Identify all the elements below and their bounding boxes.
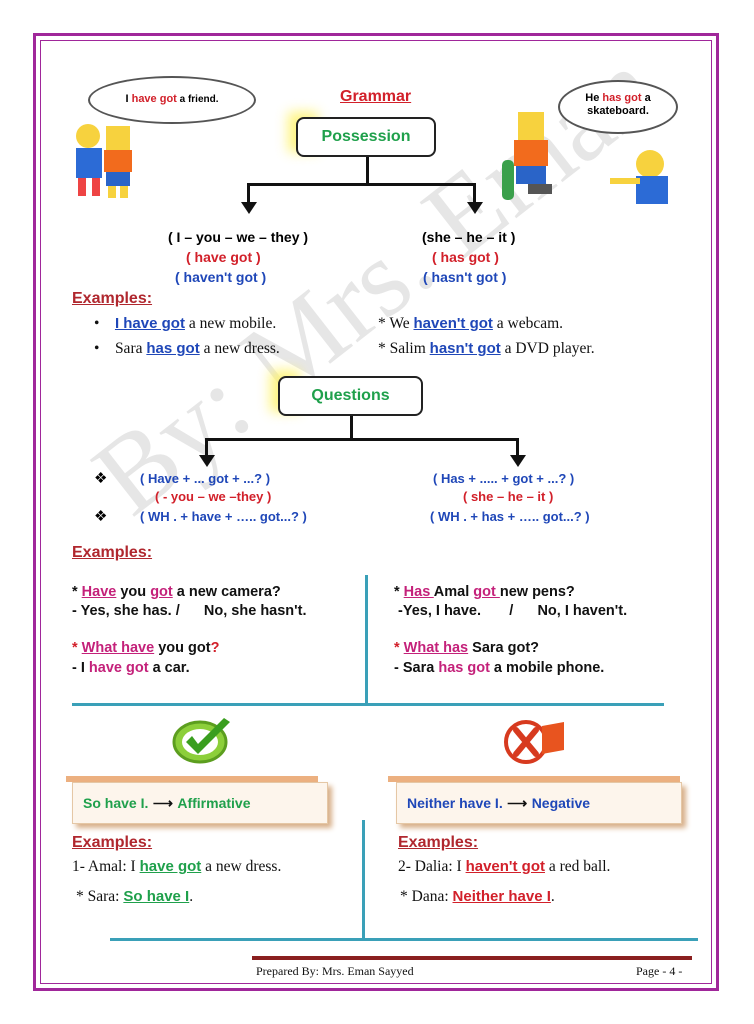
arrow-down-icon	[467, 202, 483, 214]
speech-bubble-left: I have got a friend.	[88, 76, 256, 124]
q-right-pronouns: ( she – he – it )	[463, 489, 554, 504]
page-title: Grammar	[340, 88, 412, 105]
pronouns-right: (she – he – it )	[422, 229, 516, 245]
example-line: • Sara has got a new dress.	[94, 340, 280, 357]
q-left-pronouns: ( - you – we –they )	[155, 489, 272, 504]
pronouns-left: ( I – you – we – they )	[168, 229, 309, 245]
page-border-outer	[33, 33, 719, 991]
cartoon-characters-left-icon	[76, 124, 132, 198]
positive-left: ( have got )	[186, 249, 261, 265]
affirmative-panel: So have I. ⟶ Affirmative	[72, 782, 328, 824]
tree-line	[205, 438, 208, 458]
q-left-wh: ( WH . + have + ….. got...? )	[140, 509, 307, 524]
footer-rule	[252, 956, 692, 960]
examples-heading: Examples:	[72, 834, 153, 851]
arrow-down-icon	[241, 202, 257, 214]
examples-heading: Examples:	[72, 290, 153, 307]
divider-vertical	[362, 820, 365, 940]
speech-bubble-right: He has got a skateboard.	[558, 80, 678, 134]
divider-horizontal	[110, 938, 698, 941]
panel-accent	[388, 776, 680, 782]
q-right-wh: ( WH . + has + ….. got...? )	[430, 509, 590, 524]
example-line: * Has Amal got new pens?	[394, 584, 575, 600]
possession-box: Possession	[296, 117, 436, 157]
example-line: * We haven't got a webcam.	[378, 315, 564, 332]
diamond-bullet-icon: ❖	[94, 470, 108, 487]
example-line: -Yes, I have. / No, I haven't.	[398, 603, 628, 619]
arrow-down-icon	[199, 455, 215, 467]
diamond-bullet-icon: ❖	[94, 508, 108, 525]
example-line: * What have you got?	[72, 640, 220, 656]
tree-line	[473, 183, 476, 205]
q-left-formula: ( Have + ... got + ...? )	[140, 471, 271, 486]
cartoon-characters-right-icon	[502, 112, 668, 204]
check-icon	[172, 718, 230, 764]
example-line: - I have got a car.	[72, 660, 190, 676]
arrow-down-icon	[510, 455, 526, 467]
example-line: - Sara has got a mobile phone.	[394, 660, 605, 676]
examples-heading: Examples:	[398, 834, 479, 851]
positive-right: ( has got )	[432, 249, 499, 265]
example-line: * Have you got a new camera?	[72, 584, 281, 600]
divider-vertical	[365, 575, 368, 705]
tree-line	[516, 438, 519, 458]
panel-accent	[66, 776, 318, 782]
arrow-right-icon: ⟶	[152, 795, 173, 811]
example-line: * What has Sara got?	[394, 640, 540, 656]
cross-icon	[504, 720, 564, 764]
tree-line	[350, 416, 353, 440]
tree-line	[247, 183, 250, 205]
negative-right: ( hasn't got )	[423, 269, 507, 285]
q-right-formula: ( Has + ..... + got + ...? )	[433, 471, 575, 486]
tree-line	[205, 438, 519, 441]
example-line: - Yes, she has. / No, she hasn't.	[72, 603, 307, 619]
negative-panel: Neither have I. ⟶ Negative	[396, 782, 682, 824]
arrow-right-icon: ⟶	[507, 795, 528, 811]
example-line: 2- Dalia: I haven't got a red ball.	[398, 858, 611, 875]
footer-prepared-by: Prepared By: Mrs. Eman Sayyed	[256, 964, 414, 978]
tree-line	[366, 157, 369, 185]
page-border-inner	[40, 40, 712, 984]
divider-horizontal	[72, 703, 664, 706]
example-line: * Dana: Neither have I.	[400, 888, 555, 905]
negative-left: ( haven't got )	[175, 269, 267, 285]
example-line: * Salim hasn't got a DVD player.	[378, 340, 595, 357]
example-line: 1- Amal: I have got a new dress.	[72, 858, 282, 875]
example-line: * Sara: So have I.	[76, 888, 194, 905]
questions-box: Questions	[278, 376, 423, 416]
footer-page-number: Page - 4 -	[636, 964, 683, 978]
examples-heading: Examples:	[72, 544, 153, 561]
tree-line	[247, 183, 476, 186]
example-line: • I have got a new mobile.	[94, 315, 277, 332]
